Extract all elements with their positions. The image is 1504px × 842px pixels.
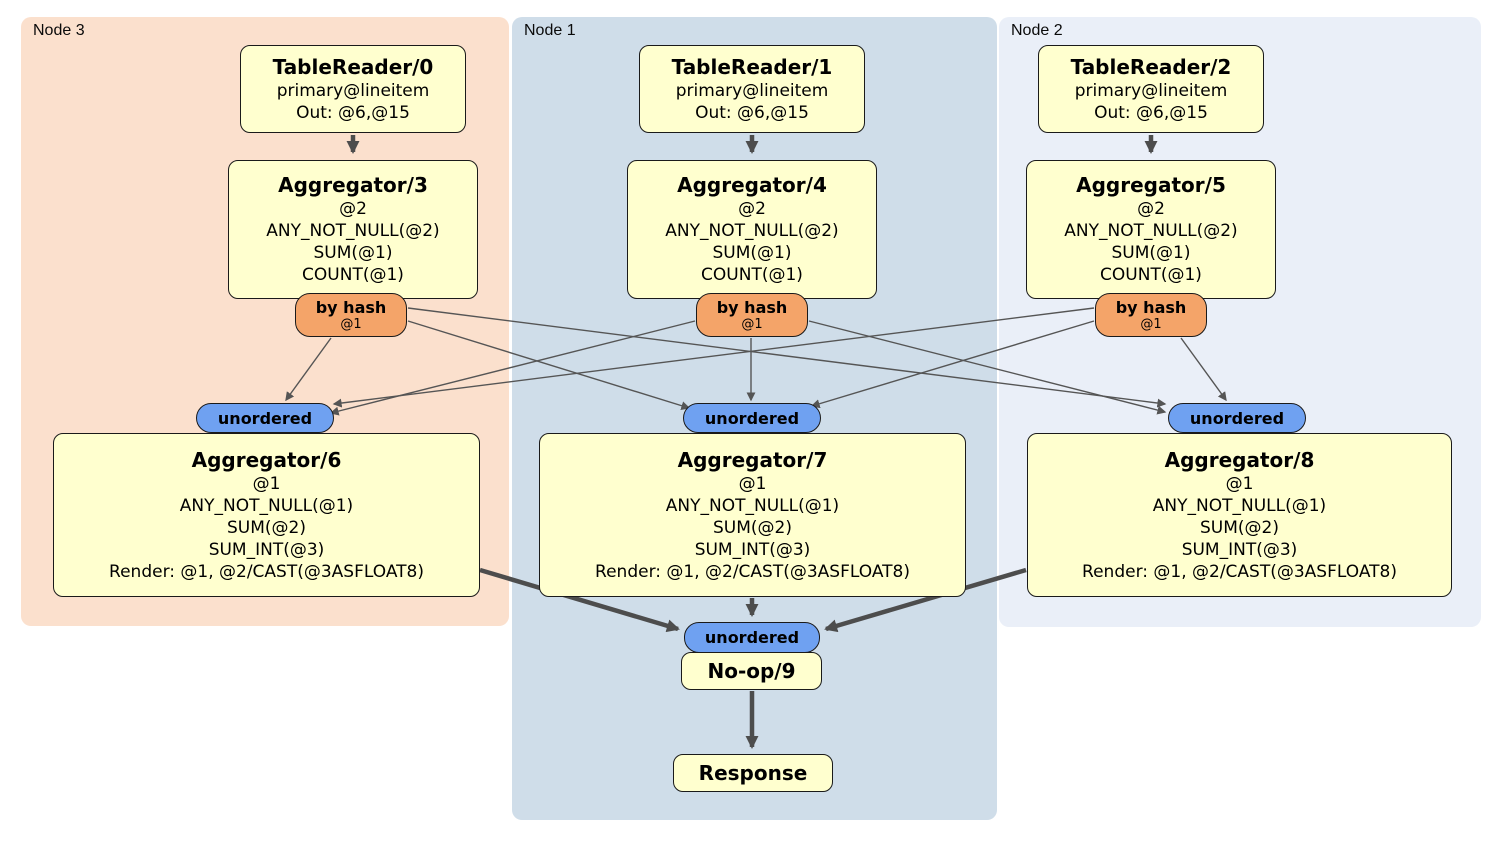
aggregator-4-box: Aggregator/4 @2 ANY_NOT_NULL(@2) SUM(@1)… bbox=[627, 160, 877, 299]
node-2-label: Node 2 bbox=[1011, 22, 1063, 39]
hash-router-2-badge: by hash @1 bbox=[1095, 293, 1207, 337]
edge-router3-stream1 bbox=[407, 320, 691, 411]
edge-router2-stream2 bbox=[1180, 337, 1227, 402]
aggregator-6-title: Aggregator/6 bbox=[191, 447, 342, 472]
aggregator-8-title: Aggregator/8 bbox=[1164, 447, 1315, 472]
table-reader-1-out: Out: @6,@15 bbox=[695, 102, 809, 123]
edge-router3-stream3 bbox=[285, 337, 332, 402]
edge-router1-stream3 bbox=[329, 320, 696, 416]
aggregator-8-box: Aggregator/8 @1 ANY_NOT_NULL(@1) SUM(@2)… bbox=[1027, 433, 1452, 597]
aggregator-7-box: Aggregator/7 @1 ANY_NOT_NULL(@1) SUM(@2)… bbox=[539, 433, 966, 597]
table-reader-0-out: Out: @6,@15 bbox=[296, 102, 410, 123]
stream-merge-3-badge: unordered bbox=[196, 403, 334, 433]
response-title: Response bbox=[698, 760, 808, 785]
node-3-label: Node 3 bbox=[33, 22, 85, 39]
hash-router-1-badge: by hash @1 bbox=[696, 293, 808, 337]
table-reader-1-title: TableReader/1 bbox=[671, 54, 833, 79]
final-stream-merge-badge: unordered bbox=[684, 622, 820, 653]
aggregator-6-box: Aggregator/6 @1 ANY_NOT_NULL(@1) SUM(@2)… bbox=[53, 433, 480, 597]
aggregator-3-title: Aggregator/3 bbox=[278, 173, 428, 197]
table-reader-2-index: primary@lineitem bbox=[1074, 80, 1228, 101]
table-reader-2-box: TableReader/2 primary@lineitem Out: @6,@… bbox=[1038, 45, 1264, 133]
table-reader-0-index: primary@lineitem bbox=[276, 80, 430, 101]
aggregator-5-title: Aggregator/5 bbox=[1076, 173, 1226, 197]
edge-router3-stream2 bbox=[407, 307, 1167, 408]
edge-router2-stream1 bbox=[810, 320, 1095, 409]
edge-agg8-final-stream bbox=[824, 567, 1027, 633]
table-reader-1-box: TableReader/1 primary@lineitem Out: @6,@… bbox=[639, 45, 865, 133]
hash-router-3-badge: by hash @1 bbox=[295, 293, 407, 337]
noop-9-title: No-op/9 bbox=[707, 658, 796, 683]
table-reader-0-title: TableReader/0 bbox=[272, 54, 434, 79]
aggregator-4-title: Aggregator/4 bbox=[677, 173, 827, 197]
aggregator-7-title: Aggregator/7 bbox=[677, 447, 828, 472]
node-1-label: Node 1 bbox=[524, 22, 576, 39]
edge-router2-stream3 bbox=[332, 307, 1095, 408]
aggregator-3-box: Aggregator/3 @2 ANY_NOT_NULL(@2) SUM(@1)… bbox=[228, 160, 478, 299]
edge-agg6-final-stream bbox=[479, 567, 680, 633]
aggregator-5-box: Aggregator/5 @2 ANY_NOT_NULL(@2) SUM(@1)… bbox=[1026, 160, 1276, 299]
response-box: Response bbox=[673, 754, 833, 792]
table-reader-0-box: TableReader/0 primary@lineitem Out: @6,@… bbox=[240, 45, 466, 133]
noop-9-box: No-op/9 bbox=[681, 652, 822, 690]
table-reader-2-out: Out: @6,@15 bbox=[1094, 102, 1208, 123]
table-reader-2-title: TableReader/2 bbox=[1070, 54, 1232, 79]
table-reader-1-index: primary@lineitem bbox=[675, 80, 829, 101]
stream-merge-2-badge: unordered bbox=[1168, 403, 1306, 433]
stream-merge-1-badge: unordered bbox=[683, 403, 821, 433]
